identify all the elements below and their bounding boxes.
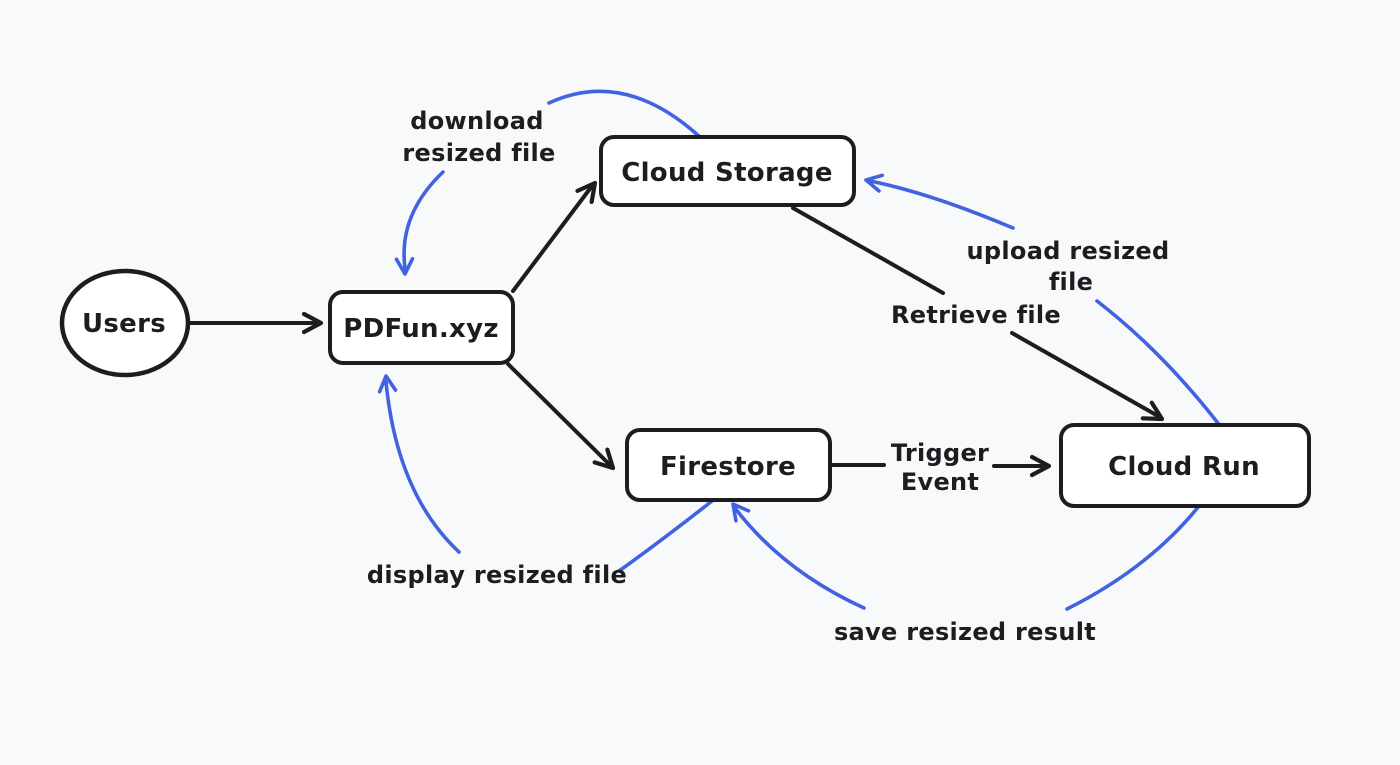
firestore-shape xyxy=(625,428,832,502)
edge-label-download-line2: resized file xyxy=(402,139,555,167)
cloud-run-label: Cloud Run xyxy=(1108,452,1260,482)
node-pdfun: PDFun.xyz xyxy=(328,290,515,365)
arrow-shaft xyxy=(791,206,945,295)
pdfun-shape xyxy=(328,290,515,365)
arrowhead-icon xyxy=(731,502,751,523)
arrow-shaft xyxy=(402,170,445,270)
arrowhead-icon xyxy=(864,173,885,193)
arrow-shaft xyxy=(733,506,866,610)
arrowhead-icon xyxy=(575,180,598,205)
edge-firestore-to-cloud-run: Trigger Event xyxy=(830,439,1052,496)
pdfun-label: PDFun.xyz xyxy=(343,314,499,344)
cloud-run-shape xyxy=(1059,423,1311,508)
edge-label-upload-line1: upload resized xyxy=(967,237,1170,265)
cloud-storage-label: Cloud Storage xyxy=(621,158,833,188)
users-label: Users xyxy=(82,309,166,339)
arrowhead-icon xyxy=(1140,400,1165,422)
edge-pdfun-to-firestore xyxy=(506,362,616,471)
edge-label-retrieve-file: Retrieve file xyxy=(891,301,1061,329)
arrow-shaft xyxy=(868,179,1015,230)
edge-firestore-to-pdfun: display resized file xyxy=(367,374,714,589)
arrow-shaft xyxy=(1065,504,1201,611)
arrowhead-icon xyxy=(1029,454,1052,478)
edge-cloud-storage-to-pdfun: download resized file xyxy=(394,89,703,276)
edge-label-save-resized-result: save resized result xyxy=(834,618,1096,646)
arrow-shaft xyxy=(617,499,714,573)
edge-label-upload-line2: file xyxy=(1049,268,1093,296)
arrow-shaft xyxy=(1010,331,1160,418)
edge-users-to-pdfun xyxy=(189,311,324,335)
edge-label-trigger-event-line1: Trigger xyxy=(891,439,989,467)
arrowhead-icon xyxy=(377,374,398,394)
edge-label-download-line1: download xyxy=(410,107,543,135)
edge-cloud-storage-to-cloud-run: Retrieve file xyxy=(791,206,1165,422)
arrow-shaft xyxy=(384,380,461,554)
node-cloud-run: Cloud Run xyxy=(1059,423,1311,508)
edge-cloud-run-to-cloud-storage: upload resized file xyxy=(864,173,1223,429)
arrow-shaft xyxy=(1095,299,1223,429)
users-shape xyxy=(59,268,191,378)
arrow-shaft xyxy=(511,184,594,293)
node-cloud-storage: Cloud Storage xyxy=(599,135,856,207)
cloud-storage-shape xyxy=(599,135,856,207)
arrow-shaft xyxy=(506,362,612,467)
arrowhead-icon xyxy=(301,311,324,335)
firestore-label: Firestore xyxy=(660,452,796,482)
node-users: Users xyxy=(59,268,191,378)
edge-cloud-run-to-firestore: save resized result xyxy=(731,502,1201,646)
edge-pdfun-to-cloud-storage xyxy=(511,180,598,293)
arrow-shaft xyxy=(547,89,703,140)
edge-label-trigger-event-line2: Event xyxy=(901,468,979,496)
arrowhead-icon xyxy=(592,447,616,471)
node-firestore: Firestore xyxy=(625,428,832,502)
arrowhead-icon xyxy=(394,256,415,276)
edge-label-display-resized-file: display resized file xyxy=(367,561,627,589)
